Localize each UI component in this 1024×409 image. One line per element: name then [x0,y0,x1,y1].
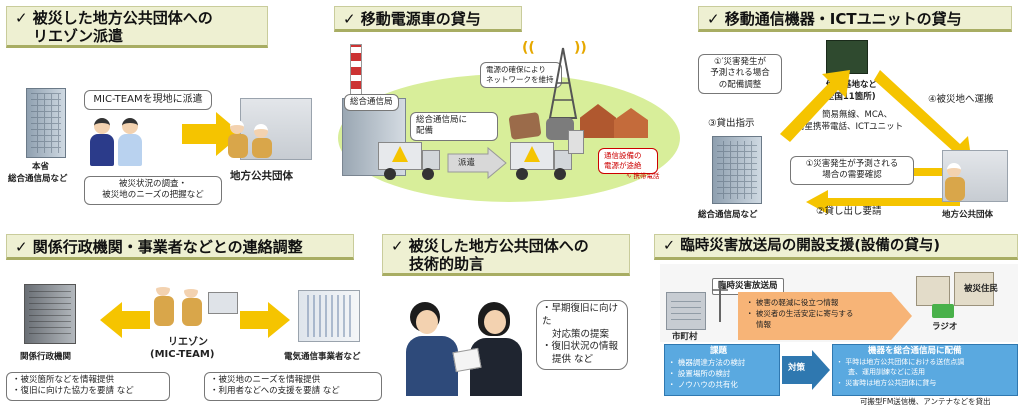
hq-building-p3 [712,136,762,204]
step3-label: ③貸出指示 [708,118,755,129]
hq-building [26,88,66,158]
info-box [738,292,912,340]
panel-liaison-title: ✓ 被災した地方公共団体への リエゾン派遣 [6,6,268,48]
signal-icon: (( [522,40,535,56]
equipment-label-1: 簡易無線、MCA、 [822,110,893,120]
telecom-label: 電気通信事業者など [284,352,361,362]
staff-figures [90,118,150,173]
municipality-building [666,292,706,330]
telecom-building [298,290,360,342]
step2-label: ②貸し出し要請 [816,206,882,217]
power-truck-2 [510,142,574,180]
advice-callout: ・早期復旧に向けた 対応策の提案 ・復旧状況の情報 提供 など [536,300,628,371]
office-label: 総合通信局 [344,94,399,112]
arrow-to-telecom [240,302,290,338]
info-line-2: ・ 被災者の生活安定に寄与する [746,309,854,318]
advisors-figures [406,296,526,396]
local-gov-label-p3: 地方公共団体 [942,210,994,220]
measures-arrow [782,350,830,390]
liaison-task-callout: 被災状況の調査・ 被災地のニーズの把握など [84,176,222,205]
dispatch-label: 派遣 [458,158,476,168]
issue-2: ・ 設置場所の検討 [668,369,731,378]
stockpile-base-building [826,40,868,74]
local-gov-staff-p3 [942,150,1008,202]
issues-box [664,344,780,396]
local-gov-label: 地方公共団体 [230,170,293,182]
info-line-3: 情報 [756,320,771,329]
dispatch-arrow-p2 [447,146,507,180]
radio-icon [932,304,954,318]
liaison-label-1: リエゾン [168,337,208,348]
issue-3: ・ ノウハウの共有化 [668,380,738,389]
panel-coordination-title: ✓ 関係行政機関・事業者などとの連絡調整 [6,234,354,260]
damaged-houses [508,100,650,144]
deploy-box [832,344,1018,396]
deploy-line-1: ・ 平時は地方公共団体における送信点調 [836,358,965,366]
local-gov-staff [228,120,288,160]
equipment-label-2: 衛星携帯電話、ICTユニット [796,122,904,132]
stockpile-label-1: 備蓄基地など [826,80,878,90]
deploy-line-2: 査、運用訓練などに活用 [848,368,925,376]
footnote: 可搬型FM送信機、アンテナなどを貸出 [860,397,991,406]
issue-1: ・ 機器調達方法の検討 [668,358,746,367]
panel-power-vehicle-title: ✓ 移動電源車の貸与 [334,6,522,32]
hq-label-2: 総合通信局など [8,174,68,184]
info-line-1: ・ 被害の軽減に役立つ情報 [746,298,839,307]
liaison-figures [150,282,240,330]
panel-temp-broadcast-title: ✓ 臨時災害放送局の開設支援(設備の貸与) [654,234,1018,260]
power-truck-1 [378,142,442,180]
carrier-mark: ∿ 携帯電話 [626,172,660,180]
measures-label: 対策 [788,363,806,373]
arrow-to-agencies [100,302,150,338]
deploy-note: 総合通信局に 配備 [410,112,498,141]
radio-label: ラジオ [932,322,958,332]
municipality-label: 市町村 [672,332,698,342]
carrier-logo-icon: ∿ [626,172,632,180]
step1p-callout: ①′災害発生が 予測される場合 の配備調整 [698,54,782,95]
residents-houses [916,268,1000,306]
telecom-request-callout: ・被災地のニーズを情報提供 ・利用者などへの支援を要請 など [204,372,382,401]
step1-callout: ①災害発生が予測される 場合の需要確認 [790,156,914,185]
outage-note: 通信設備の 電源が途絶 [598,148,658,175]
liaison-label-2: (MIC-TEAM) [150,349,215,360]
deploy-line-3: ・ 災害時は地方公共団体に貸与 [836,379,937,387]
stockpile-label-2: (全国11箇所) [822,92,876,102]
gov-agencies-label: 関係行政機関 [20,352,72,362]
issues-title: 課題 [710,346,728,356]
residents-label: 被災住民 [964,284,999,294]
dispatch-speech-bubble: MIC-TEAMを現地に派遣 [84,90,212,110]
hq-label-1: 本省 [32,162,50,172]
gov-agencies-building [24,284,76,344]
panel-technical-advice-title: ✓ 被災した地方公共団体への 技術的助言 [382,234,630,276]
hq-label-p3: 総合通信局など [698,210,758,220]
deploy-title: 機器を総合通信局に配備 [868,346,962,356]
panel-mobile-equipment-title: ✓ 移動通信機器・ICTユニットの貸与 [698,6,1012,32]
agencies-request-callout: ・被災箇所などを情報提供 ・復旧に向けた協力を要請 など [6,372,170,401]
step4-label: ④被災地へ運搬 [928,94,994,105]
comm-equipment [568,130,584,154]
network-note: 電源の確保により ネットワークを維持 [480,62,562,89]
signal-icon-right: )) [574,40,587,56]
broadcast-antenna-icon [712,282,728,322]
dispatch-arrow [182,112,242,156]
